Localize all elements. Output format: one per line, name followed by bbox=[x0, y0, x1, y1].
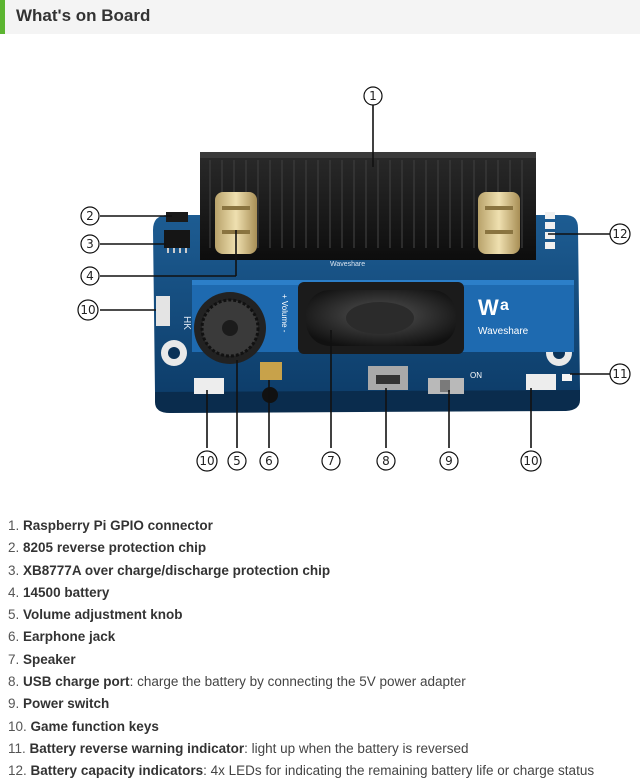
list-item: 10. Game function keys bbox=[8, 716, 633, 738]
callout-1-label: 1 bbox=[369, 89, 377, 103]
list-item-desc: : charge the battery by connecting the 5… bbox=[129, 674, 466, 690]
callout-3-label: 3 bbox=[86, 237, 94, 251]
callout-10-left-label: 10 bbox=[80, 303, 95, 317]
battery-capacity-leds bbox=[545, 212, 555, 249]
board-figure: W a Waveshare HK + Volume - ON Waveshare bbox=[0, 70, 640, 490]
callout-4 bbox=[80, 266, 100, 286]
callout-9-label: 9 bbox=[445, 454, 453, 468]
callout-6-label: 6 bbox=[265, 454, 273, 468]
list-item: 1. Raspberry Pi GPIO connector bbox=[8, 515, 633, 537]
list-item-number: 10. bbox=[8, 718, 27, 734]
list-item-number: 7. bbox=[8, 651, 20, 667]
callout-2-label: 2 bbox=[86, 209, 94, 223]
list-item-name: Earphone jack bbox=[23, 629, 116, 645]
list-item-number: 6. bbox=[8, 629, 20, 645]
list-item-name: Battery reverse warning indicator bbox=[29, 740, 245, 756]
callout-7 bbox=[321, 451, 341, 471]
callout-9 bbox=[439, 451, 459, 471]
game-key-right bbox=[526, 374, 556, 390]
list-item-name: USB charge port bbox=[23, 674, 130, 690]
callout-10-bottom-left-label: 10 bbox=[199, 454, 214, 468]
list-item-desc: : 4x LEDs for indicating the remaining b… bbox=[203, 763, 595, 779]
earphone-jack bbox=[260, 362, 282, 403]
list-item-number: 2. bbox=[8, 540, 20, 556]
list-item: 5. Volume adjustment knob bbox=[8, 604, 633, 626]
list-item-name: 14500 battery bbox=[23, 584, 110, 600]
list-item-number: 3. bbox=[8, 562, 20, 578]
silk-waveshare: Waveshare bbox=[330, 261, 365, 268]
callout-10-bottom-left bbox=[196, 450, 218, 472]
callout-10-bottom-right-label: 10 bbox=[523, 454, 538, 468]
list-item-number: 5. bbox=[8, 607, 20, 623]
battery-clip-right bbox=[478, 192, 520, 254]
section-title: What's on Board bbox=[16, 6, 151, 25]
list-item: 12. Battery capacity indicators: 4x LEDs… bbox=[8, 760, 633, 781]
usb-charge-port bbox=[368, 366, 408, 390]
reverse-warning-led bbox=[562, 374, 572, 381]
callout-10-bottom-right bbox=[520, 450, 542, 472]
list-item: 8. USB charge port: charge the battery b… bbox=[8, 671, 633, 693]
mounting-hole-left bbox=[161, 340, 187, 366]
list-item-name: XB8777A over charge/discharge protection… bbox=[23, 562, 331, 578]
callout-11-label: 11 bbox=[612, 367, 627, 381]
list-item-name: Raspberry Pi GPIO connector bbox=[23, 518, 213, 533]
list-item-name: Speaker bbox=[23, 651, 76, 667]
list-item-name: Power switch bbox=[23, 696, 110, 712]
list-item-number: 12. bbox=[8, 763, 27, 779]
speaker bbox=[298, 282, 464, 354]
board-photo: W a Waveshare HK + Volume - ON Waveshare bbox=[77, 86, 631, 472]
svg-text:W: W bbox=[478, 295, 499, 320]
list-item-number: 4. bbox=[8, 584, 20, 600]
brand-logo: W a Waveshare bbox=[470, 292, 552, 337]
callout-5 bbox=[227, 451, 247, 471]
list-item-number: 11. bbox=[8, 740, 26, 756]
callout-10-left bbox=[77, 299, 99, 321]
callout-6 bbox=[259, 451, 279, 471]
list-item: 3. XB8777A over charge/discharge protect… bbox=[8, 560, 633, 582]
list-item: 4. 14500 battery bbox=[8, 582, 633, 604]
list-item-number: 1. bbox=[8, 518, 20, 533]
list-item-name: Volume adjustment knob bbox=[23, 607, 183, 623]
callout-5-label: 5 bbox=[233, 454, 241, 468]
list-item-name: Battery capacity indicators bbox=[30, 763, 204, 779]
callout-12 bbox=[609, 223, 631, 245]
list-item: 9. Power switch bbox=[8, 693, 633, 715]
silk-hk: HK bbox=[181, 316, 192, 330]
svg-text:a: a bbox=[500, 297, 509, 314]
list-item: 6. Earphone jack bbox=[8, 626, 633, 648]
callout-3 bbox=[80, 234, 100, 254]
list-item-desc: : light up when the battery is reversed bbox=[244, 740, 469, 756]
callout-12-label: 12 bbox=[612, 227, 627, 241]
callout-8-label: 8 bbox=[382, 454, 390, 468]
callout-1 bbox=[363, 86, 383, 106]
list-item: 2. 8205 reverse protection chip bbox=[8, 537, 633, 559]
protection-chip-8205 bbox=[166, 212, 188, 222]
volume-knob bbox=[194, 292, 266, 364]
section-header: What's on Board bbox=[0, 0, 640, 34]
callout-lines bbox=[100, 105, 610, 448]
list-item-number: 8. bbox=[8, 674, 20, 690]
protection-chip-xb8777a bbox=[164, 230, 190, 253]
callout-11 bbox=[609, 363, 631, 385]
list-item: 7. Speaker bbox=[8, 649, 633, 671]
callout-4-label: 4 bbox=[86, 269, 94, 283]
callout-7-label: 7 bbox=[327, 454, 335, 468]
brand-text: Waveshare bbox=[478, 326, 529, 337]
list-item-number: 9. bbox=[8, 696, 20, 712]
power-switch bbox=[428, 378, 464, 394]
list-item: 11. Battery reverse warning indicator: l… bbox=[8, 738, 633, 760]
callout-8 bbox=[376, 451, 396, 471]
callout-2 bbox=[80, 206, 100, 226]
hk-switch bbox=[156, 296, 170, 326]
game-key-left bbox=[194, 378, 224, 394]
feature-list: 1. Raspberry Pi GPIO connector 2. 8205 r… bbox=[8, 515, 633, 781]
silk-on: ON bbox=[470, 371, 482, 380]
list-item-name: Game function keys bbox=[30, 718, 159, 734]
list-item-name: 8205 reverse protection chip bbox=[23, 540, 207, 556]
silk-volume: + Volume - bbox=[280, 294, 289, 333]
